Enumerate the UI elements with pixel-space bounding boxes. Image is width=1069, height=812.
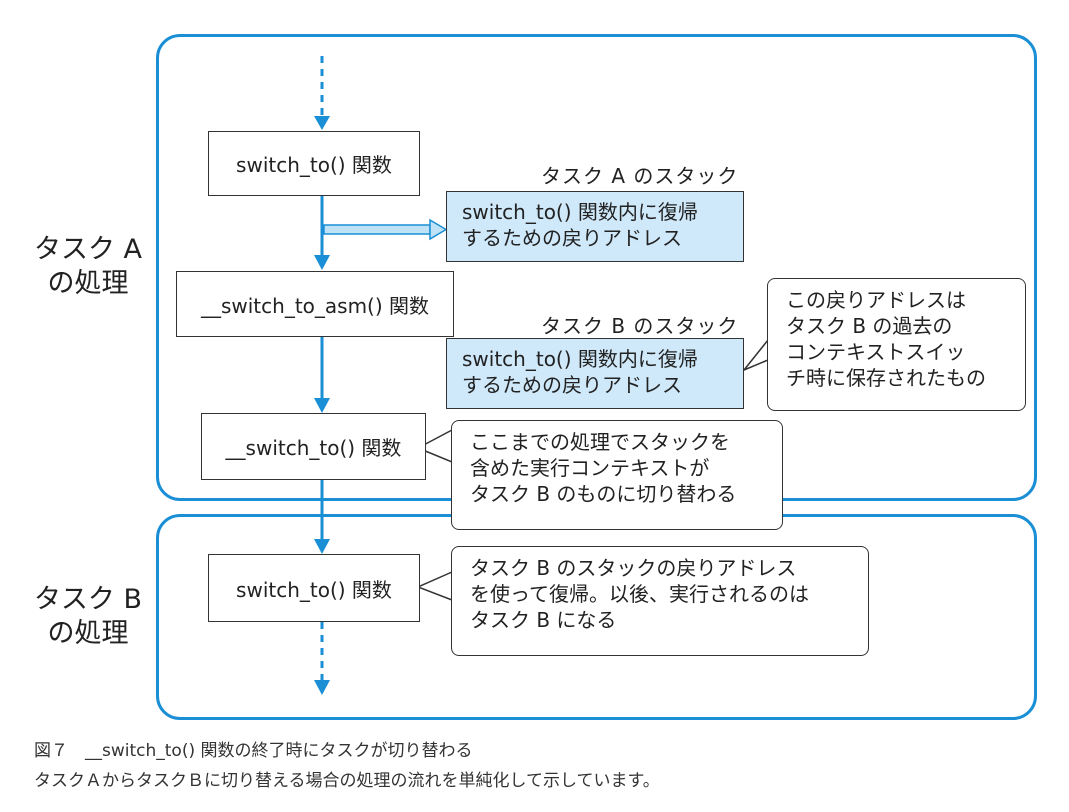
callout-switched-line-1: ここまでの処理でスタックを	[470, 430, 730, 454]
arrowhead-5	[314, 680, 330, 695]
callout-past-switch: この戻りアドレスは タスク B の過去の コンテキストスイッ チ時に保存されたも…	[767, 278, 1026, 411]
arrowhead-1	[314, 116, 330, 130]
callout-switched-line-3: タスク B のものに切り替わる	[470, 482, 737, 506]
task-a-stack-line-2: するための戻りアドレス	[462, 226, 682, 250]
task-b-stack-line-1: switch_to() 関数内に復帰	[462, 347, 698, 371]
task-b-stack-line-2: するための戻りアドレス	[462, 373, 682, 397]
callout-switched-line-2: 含めた実行コンテキストが	[470, 456, 710, 480]
callout-return-line-2: を使って復帰。以後、実行されるのは	[470, 582, 809, 606]
callout-past-line-4: チ時に保存されたもの	[786, 366, 986, 390]
figure-caption-body: タスクＡからタスクＢに切り替える場合の処理の流れを単純化して示しています。	[34, 771, 660, 791]
task-a-stack-title: タスク A のスタック	[541, 164, 739, 188]
callout-pointer-past	[743, 337, 769, 371]
switch-to-box-a: switch_to() 関数	[208, 131, 420, 196]
callout-return-line-3: タスク B になる	[470, 608, 617, 632]
switch-to-asm-box: __switch_to_asm() 関数	[176, 271, 454, 337]
task-b-label: タスク B の処理	[33, 584, 143, 649]
arrowhead-4	[314, 539, 330, 554]
arrowhead-3	[314, 398, 330, 413]
push-arrow	[323, 218, 448, 241]
arrowhead-2	[314, 255, 330, 270]
task-a-stack-line-1: switch_to() 関数内に復帰	[462, 200, 698, 224]
task-b-stack-box: switch_to() 関数内に復帰 するための戻りアドレス	[446, 338, 744, 409]
callout-past-line-1: この戻りアドレスは	[786, 288, 966, 312]
task-a-stack-box: switch_to() 関数内に復帰 するための戻りアドレス	[446, 191, 744, 262]
task-b-stack-title: タスク B のスタック	[541, 314, 739, 338]
figure-caption-title: 図７ __switch_to() 関数の終了時にタスクが切り替わる	[34, 741, 473, 761]
underscore-switch-to-box: __switch_to() 関数	[201, 413, 426, 480]
switch-to-box-b: switch_to() 関数	[208, 554, 420, 622]
task-a-label: タスク A の処理	[33, 234, 143, 299]
callout-past-line-3: コンテキストスイッ	[786, 340, 966, 364]
callout-return-b: タスク B のスタックの戻りアドレス を使って復帰。以後、実行されるのは タスク…	[451, 546, 869, 656]
callout-context-switched: ここまでの処理でスタックを 含めた実行コンテキストが タスク B のものに切り替…	[451, 420, 783, 530]
callout-pointer-return	[416, 570, 453, 602]
callout-return-line-1: タスク B のスタックの戻りアドレス	[470, 556, 797, 580]
callout-past-line-2: タスク B の過去の	[786, 314, 953, 338]
